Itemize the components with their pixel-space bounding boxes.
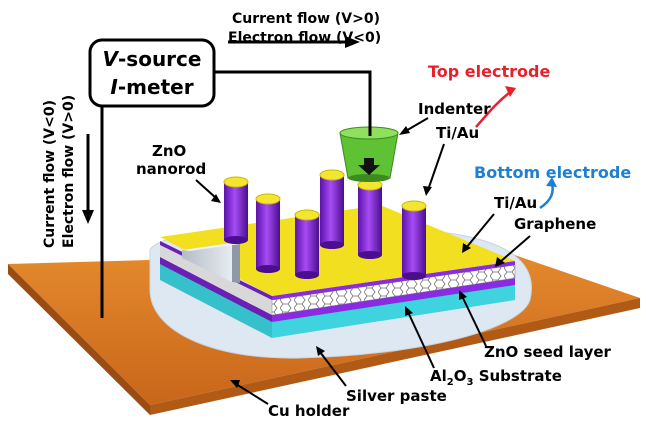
nanorod-array [223, 169, 427, 280]
current-flow-left-label: Current flow (V<0) [42, 100, 58, 248]
electron-flow-left-label: Electron flow (V>0) [61, 95, 77, 248]
ti-au-top-label: Ti/Au [436, 124, 479, 142]
indenter [339, 126, 399, 182]
zno-nanorod-label-line1: ZnO [152, 142, 186, 160]
bottom-electrode-label: Bottom electrode [474, 163, 631, 182]
zno-seed-layer-label: ZnO seed layer [484, 343, 612, 361]
bottom-electrode-arrow-icon [546, 177, 557, 187]
ti-au-bottom-label: Ti/Au [494, 194, 537, 212]
nanorod [357, 179, 383, 259]
arrow-down-icon [82, 210, 94, 224]
graphene-label: Graphene [514, 215, 596, 233]
down-arrow-icon [358, 158, 380, 175]
source-meter-box: V-source I-meter [88, 38, 216, 108]
current-flow-top-label: Current flow (V>0) [232, 11, 380, 27]
meter-line-2: I-meter [110, 75, 193, 99]
device-stack [160, 205, 516, 338]
nanorod [223, 176, 249, 244]
arrow-right-icon [345, 36, 360, 48]
indenter-label: Indenter [418, 100, 491, 118]
meter-line-1: V-source [103, 47, 202, 71]
cu-holder-label: Cu holder [268, 402, 350, 420]
top-electrode-arrow-icon [505, 86, 516, 97]
electron-flow-top-label: Electron flow (V<0) [228, 30, 381, 46]
silver-paste-label: Silver paste [346, 387, 447, 405]
seed-layer [272, 278, 515, 322]
zno-nanorod-label-line2: nanorod [136, 160, 206, 178]
nanorod [294, 209, 320, 279]
nanorod [255, 193, 281, 273]
substrate-left-face [160, 262, 272, 338]
bottom-contact-pad [182, 243, 232, 282]
substrate-front-face [272, 283, 515, 338]
nanorod [319, 169, 345, 249]
nanorod [401, 200, 427, 280]
circuit-wiring [86, 40, 372, 318]
top-electrode-label: Top electrode [428, 62, 550, 81]
ti-au-top-surface [160, 205, 515, 296]
al2o3-substrate-label: Al2O3 Substrate [430, 367, 562, 388]
